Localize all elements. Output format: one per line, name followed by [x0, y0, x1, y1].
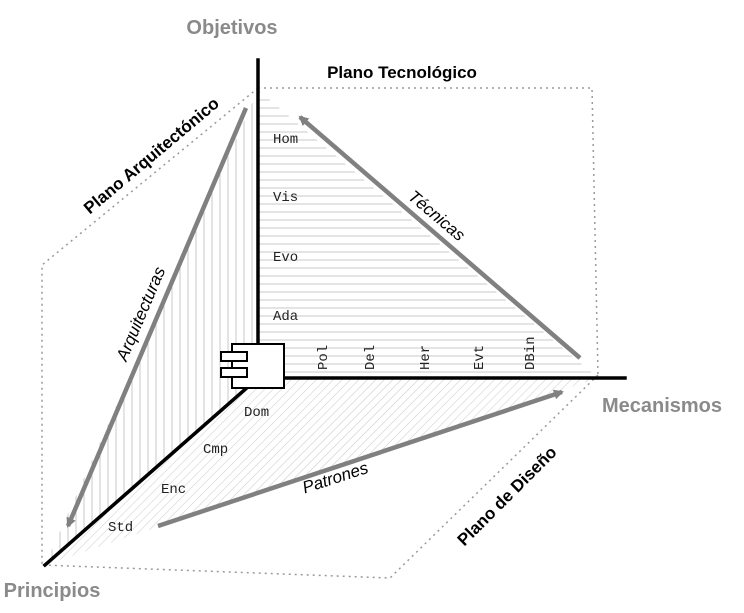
edge-arrows: [65, 107, 582, 529]
arquitecturas-arrow: [65, 107, 249, 528]
mecanismo-item: Evt: [472, 345, 488, 370]
mecanismo-item: DBin: [523, 336, 539, 370]
design-plane-outline: [41, 374, 599, 579]
principios-axis: [42, 375, 261, 568]
mecanismo-item: Her: [418, 345, 434, 370]
component-icon: [220, 343, 285, 389]
objetivos-axis-label: Objetivos: [186, 17, 277, 39]
mecanismos-axis-label: Mecanismos: [602, 395, 722, 417]
technological-plane-label: Plano Tecnológico: [327, 63, 477, 82]
objetivo-item: Evo: [273, 250, 298, 266]
technological-plane-fill: [258, 90, 598, 378]
mecanismos-items: Pol Del Her Evt DBin: [316, 336, 539, 370]
principio-item: Enc: [161, 482, 186, 498]
principio-item: Cmp: [203, 442, 228, 458]
objetivo-item: Ada: [273, 309, 298, 325]
tecnicas-arrow: [298, 115, 582, 360]
objetivo-item: Vis: [273, 190, 298, 206]
principios-items: Dom Cmp Enc Std: [108, 405, 269, 536]
plane-outlines: [41, 87, 599, 579]
objetivo-item: Hom: [273, 132, 298, 148]
axes: [42, 58, 627, 568]
principios-axis-label: Principios: [4, 580, 101, 602]
patrones-arrow: [157, 389, 564, 529]
design-plane-label: Plano de Diseño: [454, 443, 561, 550]
principio-item: Std: [108, 520, 133, 536]
architectural-plane-label: Plano Arquitectónico: [80, 94, 223, 218]
objetivos-items: Hom Vis Evo Ada: [273, 132, 298, 325]
mecanismo-item: Del: [363, 345, 379, 370]
principio-item: Dom: [244, 405, 269, 421]
mecanismo-item: Pol: [316, 345, 332, 370]
